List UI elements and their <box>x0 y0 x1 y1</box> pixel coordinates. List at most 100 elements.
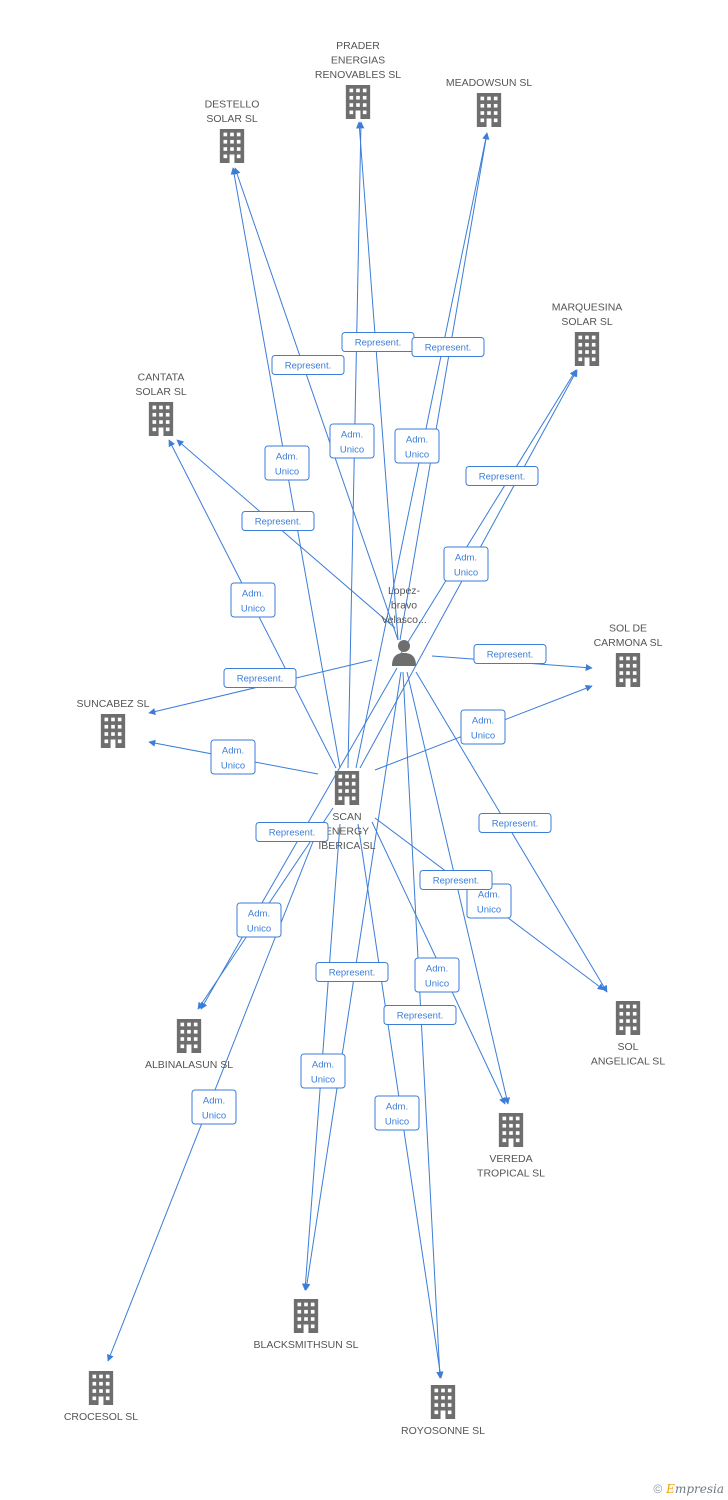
node-label-vereda: TROPICAL SL <box>477 1168 545 1180</box>
edge-label-text: Unico <box>202 1111 226 1122</box>
edge-label-text: Represent. <box>237 674 283 685</box>
node-suncabez[interactable]: SUNCABEZ SL <box>77 698 150 748</box>
edge-label-text: Adm. <box>341 430 363 441</box>
edge-label-scan-to-vereda[interactable]: Adm.Unico <box>414 957 460 993</box>
edge-label-text: Unico <box>425 979 449 990</box>
node-label-cantata: CANTATA <box>138 372 185 384</box>
edge-label-box <box>264 445 310 481</box>
building-icon <box>176 1019 202 1053</box>
edge-label-box <box>300 1053 346 1089</box>
building-icon <box>615 1001 641 1035</box>
edge-label-text: Adm. <box>406 435 428 446</box>
edge-label-person-to-destello[interactable]: Represent. <box>271 355 345 375</box>
node-label-royosonne: ROYOSONNE SL <box>401 1425 485 1437</box>
edges-layer <box>107 121 608 1379</box>
edge-label-text: Adm. <box>242 589 264 600</box>
edge-label-text: Unico <box>385 1117 409 1128</box>
edge-label-box <box>383 1005 457 1025</box>
node-solangelical[interactable]: SOL ANGELICAL SL <box>591 1001 665 1068</box>
edge-label-scan-to-solcarmona[interactable]: Adm.Unico <box>460 709 506 745</box>
node-vereda[interactable]: VEREDA TROPICAL SL <box>477 1113 545 1180</box>
brand-name: mpresia <box>674 1482 724 1496</box>
node-label-solcarmona: SOL DE <box>609 623 647 635</box>
node-cantata[interactable]: CANTATA SOLAR SL <box>135 372 187 437</box>
edge-label-scan-to-crocesol[interactable]: Adm.Unico <box>191 1089 237 1125</box>
node-crocesol[interactable]: CROCESOL SL <box>64 1371 138 1423</box>
edge-label-box <box>374 1095 420 1131</box>
edge-label-text: Unico <box>471 731 495 742</box>
node-label-marquesina: SOLAR SL <box>561 316 613 328</box>
edge-label-box <box>230 582 276 618</box>
edge-labels-layer: Represent.Represent.Represent.Represent.… <box>191 332 552 1131</box>
edge-label-person-to-meadowsun[interactable]: Represent. <box>411 337 485 357</box>
node-label-person: bravo <box>391 600 417 612</box>
edge-label-box <box>236 902 282 938</box>
node-meadowsun[interactable]: MEADOWSUN SL <box>446 77 533 127</box>
edge-label-person-to-royosonne[interactable]: Adm.Unico <box>374 1095 420 1131</box>
building-icon <box>100 714 126 748</box>
edge-label-person-to-albinalasun[interactable]: Represent. <box>255 822 329 842</box>
edge-label-text: Represent. <box>397 1011 443 1022</box>
edge-label-box <box>460 709 506 745</box>
edge-label-person-to-prader[interactable]: Represent. <box>341 332 415 352</box>
node-label-cantata: SOLAR SL <box>135 386 187 398</box>
edge-label-person-to-suncabez[interactable]: Represent. <box>223 668 297 688</box>
building-icon <box>574 332 600 366</box>
edge-label-box <box>411 337 485 357</box>
edge-label-scan-to-blacksmithsun[interactable]: Adm.Unico <box>300 1053 346 1089</box>
node-label-prader: ENERGIAS <box>331 55 385 67</box>
edge-label-person-to-vereda[interactable]: Represent. <box>383 1005 457 1025</box>
edge-label-text: Represent. <box>487 650 533 661</box>
node-label-solangelical: SOL <box>617 1041 638 1053</box>
edge-label-scan-to-solangelical[interactable]: Adm. Unico <box>466 883 512 919</box>
edge-label-scan-to-prader[interactable]: Adm.Unico <box>329 423 375 459</box>
edge-line-person-to-meadowsun <box>399 132 490 641</box>
node-label-prader: RENOVABLES SL <box>315 69 401 81</box>
edge-label-scan-to-destello[interactable]: Adm.Unico <box>264 445 310 481</box>
edge-label-person-to-marquesina[interactable]: Represent. <box>465 466 539 486</box>
edge-label-scan-to-royosonne[interactable]: Represent. <box>419 870 493 890</box>
edge-label-text: Adm. <box>248 909 270 920</box>
edge-label-scan-to-cantata[interactable]: Adm.Unico <box>230 582 276 618</box>
person-icon <box>392 640 416 666</box>
node-royosonne[interactable]: ROYOSONNE SL <box>401 1385 485 1437</box>
edge-label-text: Unico <box>477 905 501 916</box>
edge-label-scan-to-meadowsun[interactable]: Adm. Unico <box>394 428 440 464</box>
edge-label-box <box>478 813 552 833</box>
node-label-meadowsun: MEADOWSUN SL <box>446 77 533 89</box>
edge-label-box <box>394 428 440 464</box>
edge-label-box <box>419 870 493 890</box>
edge-label-box <box>223 668 297 688</box>
node-person[interactable]: Lopez-bravoVelasco... <box>381 585 427 666</box>
edge-label-scan-to-albinalasun[interactable]: Adm.Unico <box>236 902 282 938</box>
building-icon <box>615 653 641 687</box>
copyright-symbol: © <box>653 1482 663 1496</box>
edge-label-text: Adm. <box>222 746 244 757</box>
node-label-person: Velasco... <box>381 614 427 626</box>
edge-label-text: Adm. <box>478 890 500 901</box>
node-albinalasun[interactable]: ALBINALASUN SL <box>145 1019 233 1071</box>
building-icon <box>345 85 371 119</box>
edge-label-scan-to-suncabez[interactable]: Adm.Unico <box>210 739 256 775</box>
edge-label-person-to-solangelical[interactable]: Represent. <box>478 813 552 833</box>
node-label-blacksmithsun: BLACKSMITHSUN SL <box>253 1339 358 1351</box>
edge-line-person-to-cantata <box>176 439 396 629</box>
edge-label-text: Unico <box>405 450 429 461</box>
node-label-solangelical: ANGELICAL SL <box>591 1056 665 1068</box>
edge-label-text: Represent. <box>492 819 538 830</box>
node-label-suncabez: SUNCABEZ SL <box>77 698 150 710</box>
edge-label-text: Unico <box>275 467 299 478</box>
node-label-vereda: VEREDA <box>489 1153 532 1165</box>
edge-label-scan-to-marquesina[interactable]: Adm.Unico <box>443 546 489 582</box>
edge-label-person-to-cantata[interactable]: Represent. <box>241 511 315 531</box>
node-label-destello: SOLAR SL <box>206 113 258 125</box>
node-blacksmithsun[interactable]: BLACKSMITHSUN SL <box>253 1299 359 1351</box>
edge-label-person-to-solcarmona[interactable]: Represent. <box>473 644 547 664</box>
edge-label-person-to-blacksmithsun[interactable]: Represent. <box>315 962 389 982</box>
